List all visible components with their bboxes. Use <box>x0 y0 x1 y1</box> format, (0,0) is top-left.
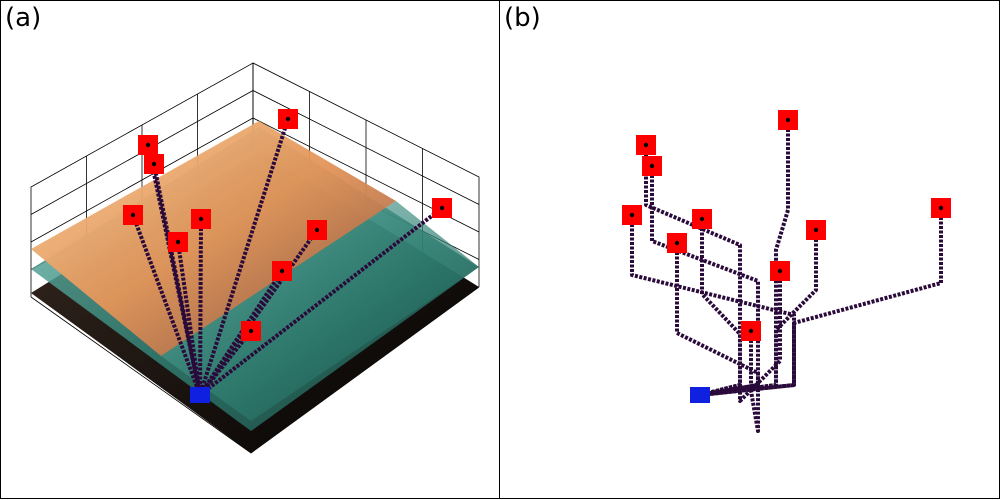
path-g2 <box>650 166 760 397</box>
path-g2 <box>152 163 202 396</box>
goal-dot-g6 <box>175 239 181 245</box>
goal-dot-g3 <box>285 116 291 122</box>
panel-b: (b) <box>499 0 1000 499</box>
grid-line <box>30 90 480 215</box>
goal-dot-g10 <box>248 328 254 334</box>
path-g5 <box>699 219 742 397</box>
goal-dot-g8 <box>439 205 445 211</box>
plot-b <box>622 110 951 433</box>
path-g9 <box>699 271 782 403</box>
path-g10 <box>198 329 253 397</box>
goal-dot-g4 <box>130 212 136 218</box>
goal-dot-g2 <box>649 163 655 169</box>
path-g3 <box>198 118 290 396</box>
path-g5 <box>198 218 203 396</box>
warm-surface <box>31 121 396 356</box>
path-g4 <box>630 215 796 397</box>
goal-dot-g7 <box>813 227 819 233</box>
paths <box>630 120 943 433</box>
goal-dot-g1 <box>145 142 151 148</box>
path-g10 <box>699 331 760 433</box>
plot-a <box>30 62 480 454</box>
path-g4 <box>131 214 202 396</box>
panel-a: (a) <box>0 0 500 499</box>
panel-label-b: (b) <box>504 3 541 33</box>
start-marker <box>690 387 710 403</box>
goal-dot-g4 <box>629 212 635 218</box>
goal-dot-g10 <box>748 328 754 334</box>
goal-dot-g8 <box>938 205 944 211</box>
goal-dot-g5 <box>699 216 705 222</box>
goal-dot-g2 <box>151 161 157 167</box>
goal-dot-g7 <box>314 227 320 233</box>
teal-overlay <box>161 201 479 421</box>
goal-dot-g3 <box>785 117 791 123</box>
panel-label-a: (a) <box>5 3 42 33</box>
goal-dot-g9 <box>777 268 783 274</box>
path-g8 <box>699 208 943 397</box>
goal-dot-g5 <box>198 216 204 222</box>
goal-dot-g9 <box>279 268 285 274</box>
start-marker <box>190 387 210 403</box>
goal-dot-g6 <box>674 240 680 246</box>
path-g8 <box>198 206 444 397</box>
grid-line <box>30 117 480 243</box>
path-g6 <box>176 241 202 396</box>
goal-dot-g1 <box>643 142 649 148</box>
path-g3 <box>699 120 790 397</box>
